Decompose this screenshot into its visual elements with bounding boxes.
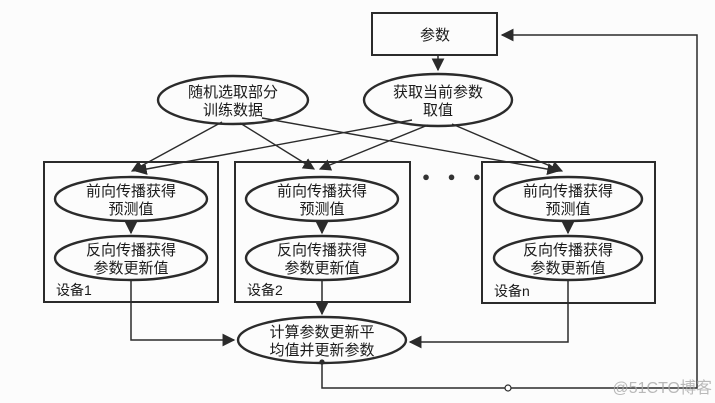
- device1-forward-ellipse: [53, 175, 209, 223]
- random-select-ellipse: [156, 74, 310, 126]
- fetch-param-ellipse: [362, 72, 514, 128]
- device1-group: 前向传播获得 预测值 反向传播获得 参数更新值 设备1: [43, 161, 219, 303]
- device2-forward-line1: 前向传播获得: [277, 183, 367, 200]
- parameter-box: [371, 12, 498, 56]
- edge-aggregate-to-parameter: [321, 28, 698, 389]
- connector-node: [504, 384, 512, 392]
- aggregate-ellipse: [236, 315, 408, 365]
- watermark: @51CTO博客: [612, 379, 712, 397]
- device2-forward-line2: 预测值: [299, 201, 344, 218]
- device1-backward-line2: 参数更新值: [93, 260, 168, 277]
- fetch-param-node: 获取当前参数 取值: [362, 72, 514, 128]
- device2-backward-ellipse: [244, 234, 400, 282]
- random-select-label-line2: 训练数据: [203, 102, 263, 119]
- device2-label: 设备2: [247, 282, 283, 298]
- devicen-backward-ellipse: [492, 234, 644, 282]
- devicen-forward-line2: 预测值: [545, 201, 590, 218]
- device2-group: 前向传播获得 预测值 反向传播获得 参数更新值 设备2: [234, 161, 411, 303]
- random-select-node: 随机选取部分 训练数据: [156, 74, 310, 126]
- devicen-box: [481, 161, 656, 304]
- devicen-forward-line1: 前向传播获得: [523, 183, 613, 200]
- device1-forward-line1: 前向传播获得: [86, 183, 176, 200]
- fetch-param-label-line2: 取值: [423, 102, 453, 119]
- devicen-label: 设备n: [494, 283, 530, 299]
- edge-fetch-to-devicen: [451, 123, 564, 173]
- device2-box: [234, 161, 411, 303]
- device1-label: 设备1: [56, 282, 92, 298]
- devicen-backward-line2: 参数更新值: [530, 260, 605, 277]
- aggregate-label-line1: 计算参数更新平: [269, 323, 374, 341]
- edge-devicen-to-aggregate: [408, 280, 569, 349]
- device2-backward-line2: 参数更新值: [284, 260, 359, 277]
- random-select-label-line1: 随机选取部分: [188, 84, 278, 101]
- fetch-param-label-line1: 获取当前参数: [393, 84, 483, 101]
- devicen-forward-ellipse: [492, 175, 644, 223]
- device1-backward-ellipse: [53, 234, 209, 282]
- device1-forward-line2: 预测值: [108, 201, 153, 218]
- aggregate-node: 计算参数更新平 均值并更新参数: [236, 315, 408, 365]
- edge-device1-to-aggregate: [130, 280, 236, 347]
- devicen-backward-line1: 反向传播获得: [523, 242, 613, 259]
- parameter-box-label: 参数: [420, 27, 450, 44]
- device1-box: [43, 161, 219, 303]
- parameter-box-node: 参数: [371, 12, 498, 56]
- device2-forward-ellipse: [244, 175, 400, 223]
- device1-backward-line1: 反向传播获得: [86, 242, 176, 259]
- device2-backward-line1: 反向传播获得: [277, 242, 367, 259]
- devicen-group: 前向传播获得 预测值 反向传播获得 参数更新值 设备n: [481, 161, 656, 304]
- more-devices-ellipsis: ● ● ●: [422, 169, 488, 184]
- aggregate-label-line2: 均值并更新参数: [269, 342, 374, 359]
